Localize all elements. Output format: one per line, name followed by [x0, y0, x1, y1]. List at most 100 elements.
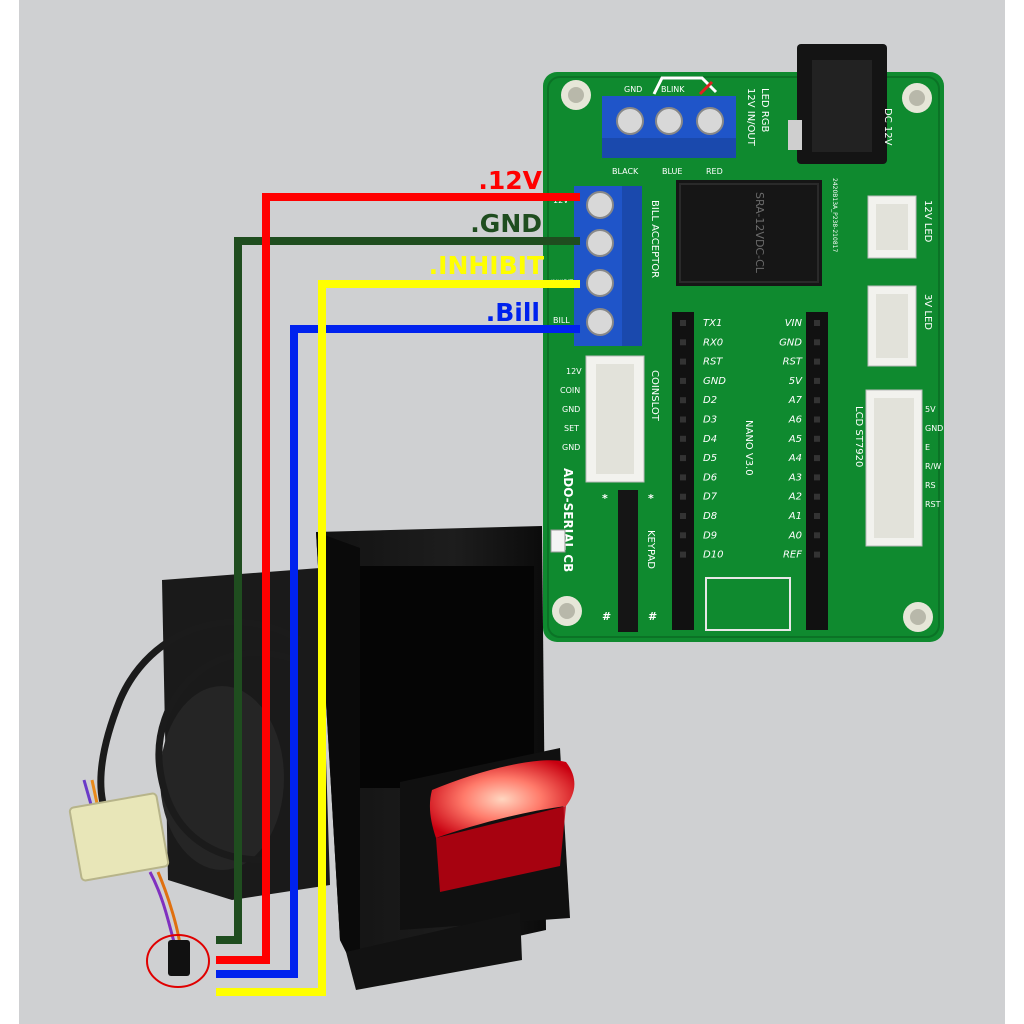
nano-pin-label: A7	[788, 395, 803, 406]
led-pin-red: RED	[706, 167, 723, 176]
header-pin	[814, 320, 820, 326]
dc-label: DC 12V	[882, 108, 893, 146]
wire-label: .GND	[470, 209, 542, 238]
coinslot-label: COINSLOT	[649, 370, 660, 422]
dc-jack	[788, 44, 887, 164]
header-pin	[680, 358, 686, 365]
header-pin	[680, 320, 686, 326]
wire-label: .12V	[478, 166, 542, 195]
led-rgb-sub: 12V IN/OUT	[745, 88, 756, 147]
header-pin	[680, 551, 686, 558]
nano-pin-label: TX1	[703, 318, 722, 329]
keypad-mark: #	[602, 610, 611, 623]
wire-inhibit	[216, 280, 580, 996]
pcb	[543, 72, 944, 642]
nano-pin-label: D3	[703, 415, 717, 426]
nano-pin-label: GND	[779, 337, 802, 348]
header-pin	[814, 435, 820, 442]
nano-pin-label: D4	[703, 434, 717, 445]
controller-board: DC 12V GND BLINK BLACK BLUE RED LED RGB …	[543, 44, 944, 642]
lcd-pin: E	[925, 443, 930, 452]
led-top-pin-blink: BLINK	[661, 85, 685, 94]
status-led	[550, 529, 566, 553]
nano-pin-label: A5	[788, 434, 802, 445]
nano-pin-label: RX0	[703, 337, 723, 348]
wire-routes: .12V .GND .INHIBIT .Bill	[216, 166, 580, 996]
relay	[676, 180, 822, 286]
led-pin-blue: BLUE	[662, 167, 682, 176]
header-pin	[680, 416, 686, 423]
nano-pin-label: A6	[788, 415, 802, 426]
mounting-holes	[552, 80, 933, 632]
header-pin	[680, 339, 686, 346]
header-pin	[814, 532, 820, 539]
header-pin	[680, 455, 686, 462]
header-pin	[680, 377, 686, 384]
serial-text: 2420B13A_P238-210817	[831, 178, 838, 252]
header-pin	[814, 455, 820, 462]
header-pin	[814, 339, 820, 346]
coinslot-pin: GND	[562, 443, 580, 452]
wire-gnd	[216, 237, 580, 944]
header-pin	[814, 358, 820, 365]
keypad-mark: #	[648, 610, 657, 623]
nano-pin-label: A4	[788, 453, 802, 464]
header-pin	[680, 532, 686, 539]
led-top-pin-gnd: GND	[624, 85, 642, 94]
nano-pin-label: D8	[703, 511, 717, 522]
nano-pin-label: RST	[703, 357, 723, 368]
nano-pin-label: A0	[788, 530, 802, 541]
led3-label: 3V LED	[922, 294, 933, 330]
nano-pin-label: D9	[703, 530, 717, 541]
bill-acceptor-label: BILL ACCEPTOR	[649, 200, 660, 278]
header-pin	[814, 551, 820, 558]
coinslot-pins: 12V COIN GND SET GND	[560, 367, 582, 452]
lcd-pin: 5V	[925, 405, 936, 414]
led-rgb-label: LED RGB	[759, 88, 770, 132]
nano-pin-label: 5V	[789, 376, 803, 387]
wire-label: .INHIBIT	[429, 251, 544, 280]
nano-label: NANO V3.0	[743, 420, 754, 476]
nano-pin-label: D10	[703, 550, 723, 561]
wire-bill	[216, 325, 580, 978]
led-rgb-terminal	[602, 76, 736, 158]
header-pin	[680, 474, 686, 481]
coinslot-pin: 12V	[566, 367, 582, 376]
lcd-label: LCD ST7920	[853, 406, 864, 467]
header-pin	[680, 493, 686, 500]
nano-pin-label: GND	[703, 376, 726, 387]
header-pin	[680, 397, 686, 404]
header-pin	[814, 397, 820, 404]
keypad-header	[618, 490, 638, 632]
coinslot-pin: GND	[562, 405, 580, 414]
nano-pin-label: D6	[703, 472, 717, 483]
board-name: ADO-SERIAL CB	[561, 468, 575, 572]
nano-pin-label: D2	[703, 395, 717, 406]
nano-pin-label: D7	[703, 492, 718, 503]
nano-pin-label: VIN	[785, 318, 803, 329]
led12-label: 12V LED	[922, 200, 933, 243]
bill-pin-bill: BILL	[553, 316, 570, 325]
wire-12v	[216, 193, 580, 964]
harness-plug-highlight	[146, 934, 210, 988]
lcd-pin: RS	[925, 481, 936, 490]
header-pin	[814, 513, 820, 519]
header-pin	[680, 435, 686, 442]
header-pin	[814, 474, 820, 481]
nano-pin-label: A3	[788, 472, 802, 483]
wire-label: .Bill	[486, 298, 540, 327]
led-pin-black: BLACK	[612, 167, 639, 176]
harness-connector	[68, 792, 170, 882]
lcd-pin: RST	[925, 500, 941, 509]
bill-slot-light	[429, 760, 575, 838]
nano-socket	[672, 312, 828, 631]
relay-text: SRA-12VDC-CL	[753, 192, 766, 274]
lcd-pins: 5V GND E R/W RS RST	[925, 405, 943, 509]
coinslot-pin: SET	[564, 424, 579, 433]
keypad-label: KEYPAD	[645, 530, 656, 569]
lcd-pin: GND	[925, 424, 943, 433]
